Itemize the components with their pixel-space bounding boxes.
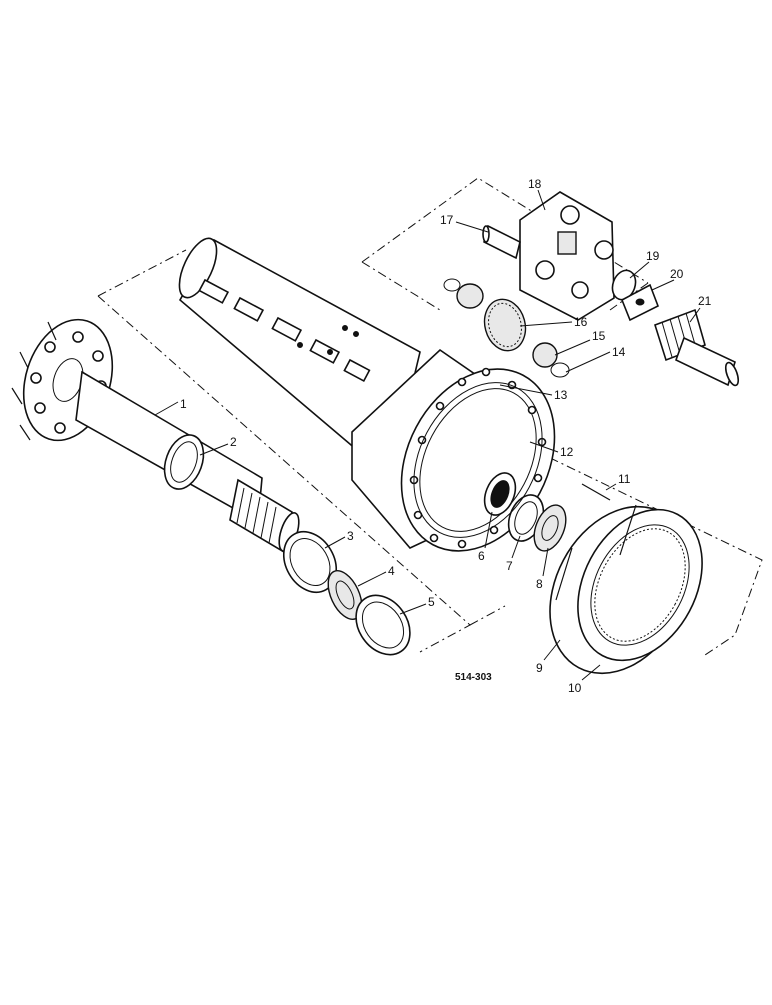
seal-ring-inner xyxy=(170,441,198,483)
retainer-plate-hole xyxy=(635,298,645,306)
callout-8: 8 xyxy=(536,577,543,591)
callout-10: 10 xyxy=(568,681,582,695)
ring-gear-segment-line xyxy=(555,547,573,601)
outline-right xyxy=(429,399,763,656)
callout-9: 9 xyxy=(536,661,543,675)
inner-bearing-cup-inner xyxy=(514,501,538,535)
leader-20 xyxy=(651,279,675,291)
leader-7 xyxy=(511,535,521,559)
callout-12: 12 xyxy=(560,445,574,459)
ring-gear-teeth xyxy=(594,528,686,642)
callout-16: 16 xyxy=(574,315,588,329)
callout-18: 18 xyxy=(528,177,542,191)
flange-bolt-holes xyxy=(30,331,107,434)
leader-8 xyxy=(542,547,549,577)
thrust-washer-left xyxy=(443,278,461,292)
callout-2: 2 xyxy=(230,435,237,449)
leader-1 xyxy=(154,401,179,416)
leader-15 xyxy=(554,339,591,356)
callout-21: 21 xyxy=(698,294,712,308)
callout-6: 6 xyxy=(478,549,485,563)
leader-17 xyxy=(455,221,489,233)
leader-9 xyxy=(543,639,561,661)
ring-gear-part xyxy=(549,504,703,675)
outline-left-top xyxy=(97,249,187,297)
planet-pin-end xyxy=(482,225,490,243)
callout-13: 13 xyxy=(554,388,568,402)
carrier-hole-1 xyxy=(560,205,580,225)
leader-14 xyxy=(565,351,611,373)
sun-gear-shaft xyxy=(675,336,736,387)
housing-tube-end xyxy=(178,237,218,299)
sun-gear-shaft-part xyxy=(654,308,740,387)
callout-3: 3 xyxy=(347,529,354,543)
planet-carrier-part xyxy=(519,191,615,321)
housing-ribs xyxy=(198,278,371,383)
callout-20: 20 xyxy=(670,267,684,281)
leader-5 xyxy=(399,603,427,615)
inner-cone-bearing-bore xyxy=(541,515,559,541)
cone-bearing-bore xyxy=(335,580,355,610)
bearing-cup-part xyxy=(282,531,338,593)
carrier-hole-3 xyxy=(535,260,555,280)
callout-17: 17 xyxy=(440,213,454,227)
leader-lines xyxy=(154,189,701,681)
axle-shaft-part xyxy=(11,318,300,554)
oil-seal-lip xyxy=(490,480,510,508)
leader-11 xyxy=(605,483,617,491)
needle-bearing-left xyxy=(456,283,484,309)
spline-lines xyxy=(236,487,277,544)
needle-bearing-part xyxy=(532,342,558,368)
seal-ring-part xyxy=(163,434,205,490)
leader-19 xyxy=(629,261,650,279)
figure-code: 514-303 xyxy=(455,672,492,683)
thrust-washer-part xyxy=(550,362,570,378)
leader-13 xyxy=(499,384,553,396)
leader-4 xyxy=(357,571,387,587)
callout-11: 11 xyxy=(618,472,631,486)
outline-top-left xyxy=(361,261,441,311)
callout-1: 1 xyxy=(180,397,187,411)
housing-opening xyxy=(419,388,537,532)
carrier-body xyxy=(519,191,615,321)
ring-gear-inner xyxy=(590,524,690,646)
bearing-cup-outer-part xyxy=(355,594,411,656)
callout-labels: 1 2 3 4 5 6 7 8 9 10 11 12 13 14 15 16 1… xyxy=(180,177,712,695)
gasket-part xyxy=(413,382,543,538)
callout-7: 7 xyxy=(506,559,513,573)
inner-cone-bearing-part xyxy=(533,504,567,552)
carrier-gear-window xyxy=(557,231,577,255)
wheel-studs xyxy=(11,321,57,441)
leader-18 xyxy=(537,189,546,211)
callout-4: 4 xyxy=(388,564,395,578)
callout-15: 15 xyxy=(592,329,606,343)
planet-gear-teeth xyxy=(488,302,522,348)
carrier-hole-2 xyxy=(594,240,614,260)
carrier-hole-4 xyxy=(571,281,589,299)
callout-5: 5 xyxy=(428,595,435,609)
callout-14: 14 xyxy=(612,345,626,359)
leader-12 xyxy=(529,441,559,453)
leader-6 xyxy=(484,511,493,549)
leader-16 xyxy=(519,321,573,327)
leader-3 xyxy=(324,536,346,549)
outline-left-right xyxy=(469,605,506,626)
flange-holes xyxy=(409,367,547,549)
sun-gear-shaft-end xyxy=(724,361,740,387)
ring-gear-mid xyxy=(577,508,703,662)
leader-2 xyxy=(199,443,229,456)
axle-housing-part xyxy=(178,237,421,480)
planet-gear-part xyxy=(483,298,527,352)
ring-gear-segment-line-2 xyxy=(619,504,637,556)
bearing-cup-outer-inner xyxy=(361,601,405,649)
dowel-pin-part xyxy=(581,483,611,501)
leader-10 xyxy=(581,664,601,681)
leader-21 xyxy=(689,307,701,323)
bearing-cup-inner xyxy=(289,538,331,586)
grouping-outlines xyxy=(97,177,763,656)
callout-19: 19 xyxy=(646,249,660,263)
